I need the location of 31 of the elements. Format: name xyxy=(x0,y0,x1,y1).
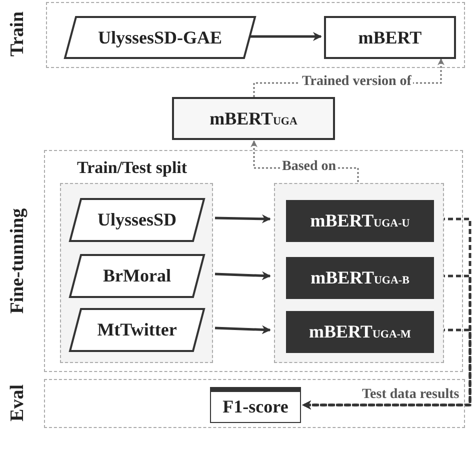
group-frame xyxy=(44,150,463,372)
group-frame xyxy=(46,2,465,68)
group-frame xyxy=(44,379,465,428)
dataset-label: MtTwitter xyxy=(96,320,178,340)
section-heading: Train xyxy=(7,11,29,57)
model-box xyxy=(286,200,434,242)
metric-label: F1-score xyxy=(222,396,290,418)
dataset-label: UlyssesSD-GAE xyxy=(96,27,223,48)
model-box xyxy=(324,16,456,59)
arrow xyxy=(214,325,271,334)
group-frame xyxy=(274,183,444,363)
edge-label: Test data results xyxy=(361,387,460,403)
model-box xyxy=(286,257,434,299)
arrow xyxy=(302,328,472,410)
model-box xyxy=(172,97,335,140)
arrow xyxy=(214,214,271,224)
dataset-parallelogram xyxy=(69,198,205,242)
arrow xyxy=(214,271,271,280)
section-heading: Eval xyxy=(7,384,29,422)
arrow xyxy=(249,32,322,41)
dataset-label: UlyssesSD xyxy=(96,210,178,230)
model-label: mBERT xyxy=(357,27,423,48)
dataset-parallelogram xyxy=(64,16,256,59)
result-box xyxy=(210,387,301,423)
section-heading: Fine-tunning xyxy=(7,208,29,314)
dataset-label: BrMoral xyxy=(102,266,172,286)
model-box xyxy=(286,311,434,353)
arrow xyxy=(302,274,472,410)
dataset-parallelogram xyxy=(69,254,205,298)
group-heading: Train/Test split xyxy=(77,158,188,178)
dataset-parallelogram xyxy=(69,308,205,352)
